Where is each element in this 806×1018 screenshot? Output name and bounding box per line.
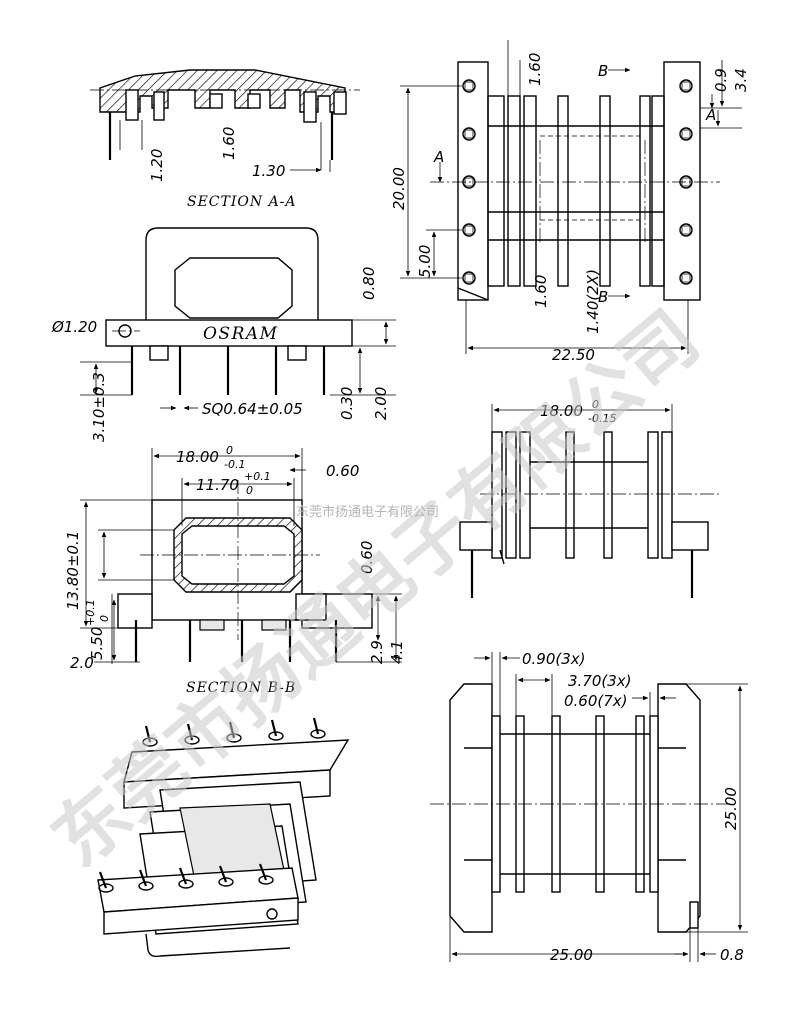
dim-tr-8: 22.50 bbox=[552, 346, 595, 364]
dim-tr-1: 1.60 bbox=[526, 53, 544, 86]
dim-tr-5: 5.00 bbox=[416, 245, 434, 278]
bottom-right-view: 0.90(3x) 3.70(3x) 0.60(7x) 25.00 25.00 0… bbox=[430, 650, 748, 964]
dim-aa-3: 1.30 bbox=[252, 162, 285, 180]
dim-bb-18-up: 0 bbox=[226, 444, 233, 457]
dim-front-sq: SQ0.64±0.05 bbox=[202, 400, 303, 418]
dim-front-2: 0.80 bbox=[360, 267, 378, 300]
dim-br-1: 0.90(3x) bbox=[522, 650, 586, 668]
dim-side-18-up: 0 bbox=[592, 398, 599, 411]
pins-bottom bbox=[98, 863, 274, 893]
dim-bb-18: 18.00 bbox=[176, 448, 219, 466]
marker-a-right: A bbox=[705, 106, 716, 124]
dim-side-18-low: -0.15 bbox=[588, 412, 616, 425]
dim-bb-11-low: 0 bbox=[246, 484, 253, 497]
dim-front-6: 3.10±0.3 bbox=[90, 372, 108, 442]
watermark-large: 东莞市扬通电子有限公司 bbox=[36, 295, 715, 884]
dim-tr-7: 1.40(2X) bbox=[584, 269, 602, 334]
dim-front-4: 0.30 bbox=[338, 387, 356, 420]
dim-bb-41: 4.1 bbox=[388, 640, 406, 664]
marker-a-left: A bbox=[433, 148, 444, 166]
dim-bb-18-low: -0.1 bbox=[224, 458, 245, 471]
side-view: 18.00 0 -0.15 bbox=[459, 398, 720, 598]
section-aa-view: 1.20 1.60 1.30 SECTION A-A bbox=[90, 69, 360, 210]
dim-tr-4: 20.00 bbox=[390, 167, 408, 210]
dim-br-5: 25.00 bbox=[550, 946, 593, 964]
dim-aa-1: 1.20 bbox=[148, 149, 166, 182]
dim-bb-29: 2.9 bbox=[368, 640, 386, 664]
dim-br-4: 25.00 bbox=[722, 787, 740, 830]
pins-top bbox=[142, 717, 326, 747]
dim-bb-060a: 0.60 bbox=[326, 462, 359, 480]
section-bb-caption: SECTION B-B bbox=[186, 680, 296, 696]
top-right-view: 1.60 0.9 3.4 20.00 5.00 1.60 1.40(2X) 22… bbox=[390, 40, 750, 364]
front-view: OSRAM Ø1.20 0.80 SQ0.64±0.05 0.30 2.00 3… bbox=[51, 227, 396, 442]
watermark-small: 东莞市扬通电子有限公司 bbox=[296, 504, 439, 520]
dim-bb-20: 2.0 bbox=[70, 654, 94, 672]
dim-side-18: 18.00 bbox=[540, 402, 583, 420]
section-bb-view: 18.00 0 -0.1 11.70 +0.1 0 0.60 0.60 13.8… bbox=[64, 444, 406, 696]
dim-bb-55: 5.50 bbox=[88, 627, 106, 660]
dim-bb-11: 11.70 bbox=[196, 476, 239, 494]
dim-bb-11-up: +0.1 bbox=[244, 470, 271, 483]
marker-b-bottom: B bbox=[598, 288, 608, 306]
marker-b-top: B bbox=[598, 62, 608, 80]
brand-label: OSRAM bbox=[203, 324, 279, 344]
dim-bb-060b: 0.60 bbox=[358, 541, 376, 574]
dim-tr-3: 3.4 bbox=[732, 68, 750, 92]
section-aa-caption: SECTION A-A bbox=[187, 194, 297, 210]
dim-br-6: 0.8 bbox=[720, 946, 744, 964]
dim-tr-2: 0.9 bbox=[712, 68, 730, 92]
isometric-view bbox=[97, 717, 350, 958]
dim-front-5: 2.00 bbox=[372, 387, 390, 420]
dim-bb-13: 13.80±0.1 bbox=[64, 531, 82, 610]
dim-bb-55-up: +0.1 bbox=[84, 599, 97, 626]
dim-br-2: 3.70(3x) bbox=[568, 672, 632, 690]
dim-bb-55-low: 0 bbox=[98, 615, 111, 622]
dim-tr-6: 1.60 bbox=[532, 275, 550, 308]
dim-br-3: 0.60(7x) bbox=[564, 692, 628, 710]
dim-front-dia: Ø1.20 bbox=[51, 318, 97, 336]
dim-aa-2: 1.60 bbox=[220, 127, 238, 160]
